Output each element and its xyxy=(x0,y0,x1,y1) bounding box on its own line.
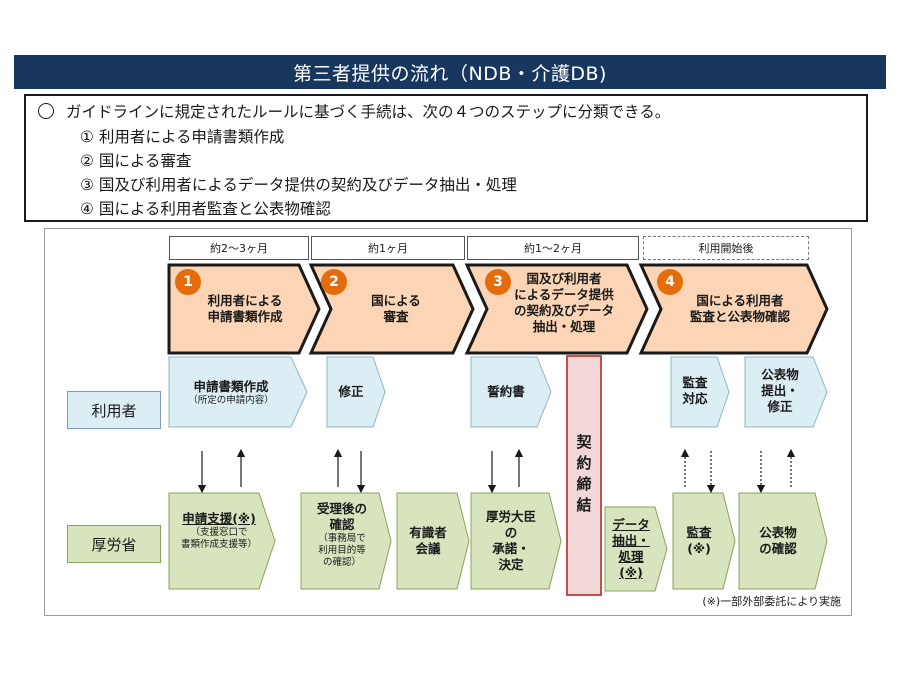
user-box-application xyxy=(168,356,308,428)
review-main: 受理後の 確認 xyxy=(316,501,367,532)
user-box-publication xyxy=(744,356,828,428)
step-number-badge: 2 xyxy=(321,269,347,295)
row-label-ministry: 厚労省 xyxy=(67,525,161,563)
contract-text: 契約締結 xyxy=(574,433,593,518)
step-label: 利用者による 申請書類作成 xyxy=(207,293,283,324)
correction-text: 修正 xyxy=(338,384,364,399)
ministry-box-experts xyxy=(396,492,470,590)
intro-item: ② 国による審査 xyxy=(80,152,192,170)
application-main: 申請書類作成 xyxy=(193,379,269,394)
user-box-correction xyxy=(326,356,386,428)
minister-text: 厚労大臣 の 承諾・ 決定 xyxy=(485,509,536,572)
step-chevron-4 xyxy=(638,263,829,355)
duration-step2: 約1ヶ月 xyxy=(311,236,465,260)
step-number-badge: 1 xyxy=(175,269,201,295)
step-label: 国による 審査 xyxy=(371,293,421,324)
application-sub: （所定の申請内容） xyxy=(188,395,274,406)
ministry-box-extraction xyxy=(604,506,668,592)
duration-step4: 利用開始後 xyxy=(643,236,809,260)
bullet-circle-icon xyxy=(38,103,54,119)
intro-item: ④ 国による利用者監査と公表物確認 xyxy=(80,200,331,218)
ministry-box-publication xyxy=(738,492,828,590)
intro-item: ① 利用者による申請書類作成 xyxy=(80,128,285,146)
ministry-box-support xyxy=(168,492,276,590)
step-chevron-1 xyxy=(167,263,321,355)
review-text: 受理後の 確認 （事務局で 利用目的等 の確認） xyxy=(301,501,383,569)
intro-lead: ガイドラインに規定されたルールに基づく手続は、次の４つのステップに分類できる。 xyxy=(66,103,671,121)
intro-box: ガイドラインに規定されたルールに基づく手続は、次の４つのステップに分類できる。 … xyxy=(24,94,868,222)
publication-check-text: 公表物 の確認 xyxy=(759,525,797,556)
ministry-box-minister xyxy=(470,492,562,590)
duration-step1: 約2～3ヶ月 xyxy=(169,236,309,260)
footnote: (※)一部外部委託により実施 xyxy=(702,595,841,608)
flow-shapes xyxy=(167,263,829,592)
step-label: 国による利用者 監査と公表物確認 xyxy=(689,293,790,324)
ministry-box-review xyxy=(300,492,392,590)
user-box-pledge xyxy=(470,356,552,428)
flow-diagram: 約2～3ヶ月 約1ヶ月 約1～2ヶ月 利用開始後 xyxy=(44,228,852,616)
support-sub: （支援窓口で 書類作成支援等） xyxy=(180,527,257,550)
experts-text: 有識者 会議 xyxy=(409,525,447,556)
user-application-text: 申請書類作成 （所定の申請内容） xyxy=(169,379,293,407)
step-number-badge: 3 xyxy=(485,269,511,295)
contract-box: 契約締結 xyxy=(566,355,602,596)
audit-response-text: 監査 対応 xyxy=(682,375,708,406)
support-text: 申請支援(※) （支援窓口で 書類作成支援等） xyxy=(171,511,267,551)
step-chevron-2 xyxy=(308,263,475,355)
step-number-badge: 4 xyxy=(657,269,683,295)
extraction-text: データ 抽出・ 処理 (※) xyxy=(612,517,650,580)
page-title: 第三者提供の流れ（NDB・介護DB) xyxy=(14,55,886,89)
publication-submit-text: 公表物 提出・ 修正 xyxy=(761,367,799,414)
support-main: 申請支援(※) xyxy=(182,511,256,526)
step-label: 国及び利用者 によるデータ提供 の契約及びデータ 抽出・処理 xyxy=(513,271,614,334)
intro-item: ③ 国及び利用者によるデータ提供の契約及びデータ抽出・処理 xyxy=(80,176,517,194)
review-sub: （事務局で 利用目的等 の確認） xyxy=(318,533,366,568)
user-box-audit-response xyxy=(670,356,730,428)
duration-step3: 約1～2ヶ月 xyxy=(467,236,639,260)
pledge-text: 誓約書 xyxy=(487,384,525,399)
step-chevron-3 xyxy=(464,263,649,355)
row-label-user: 利用者 xyxy=(67,391,161,429)
audit-text: 監査 (※) xyxy=(686,525,712,556)
